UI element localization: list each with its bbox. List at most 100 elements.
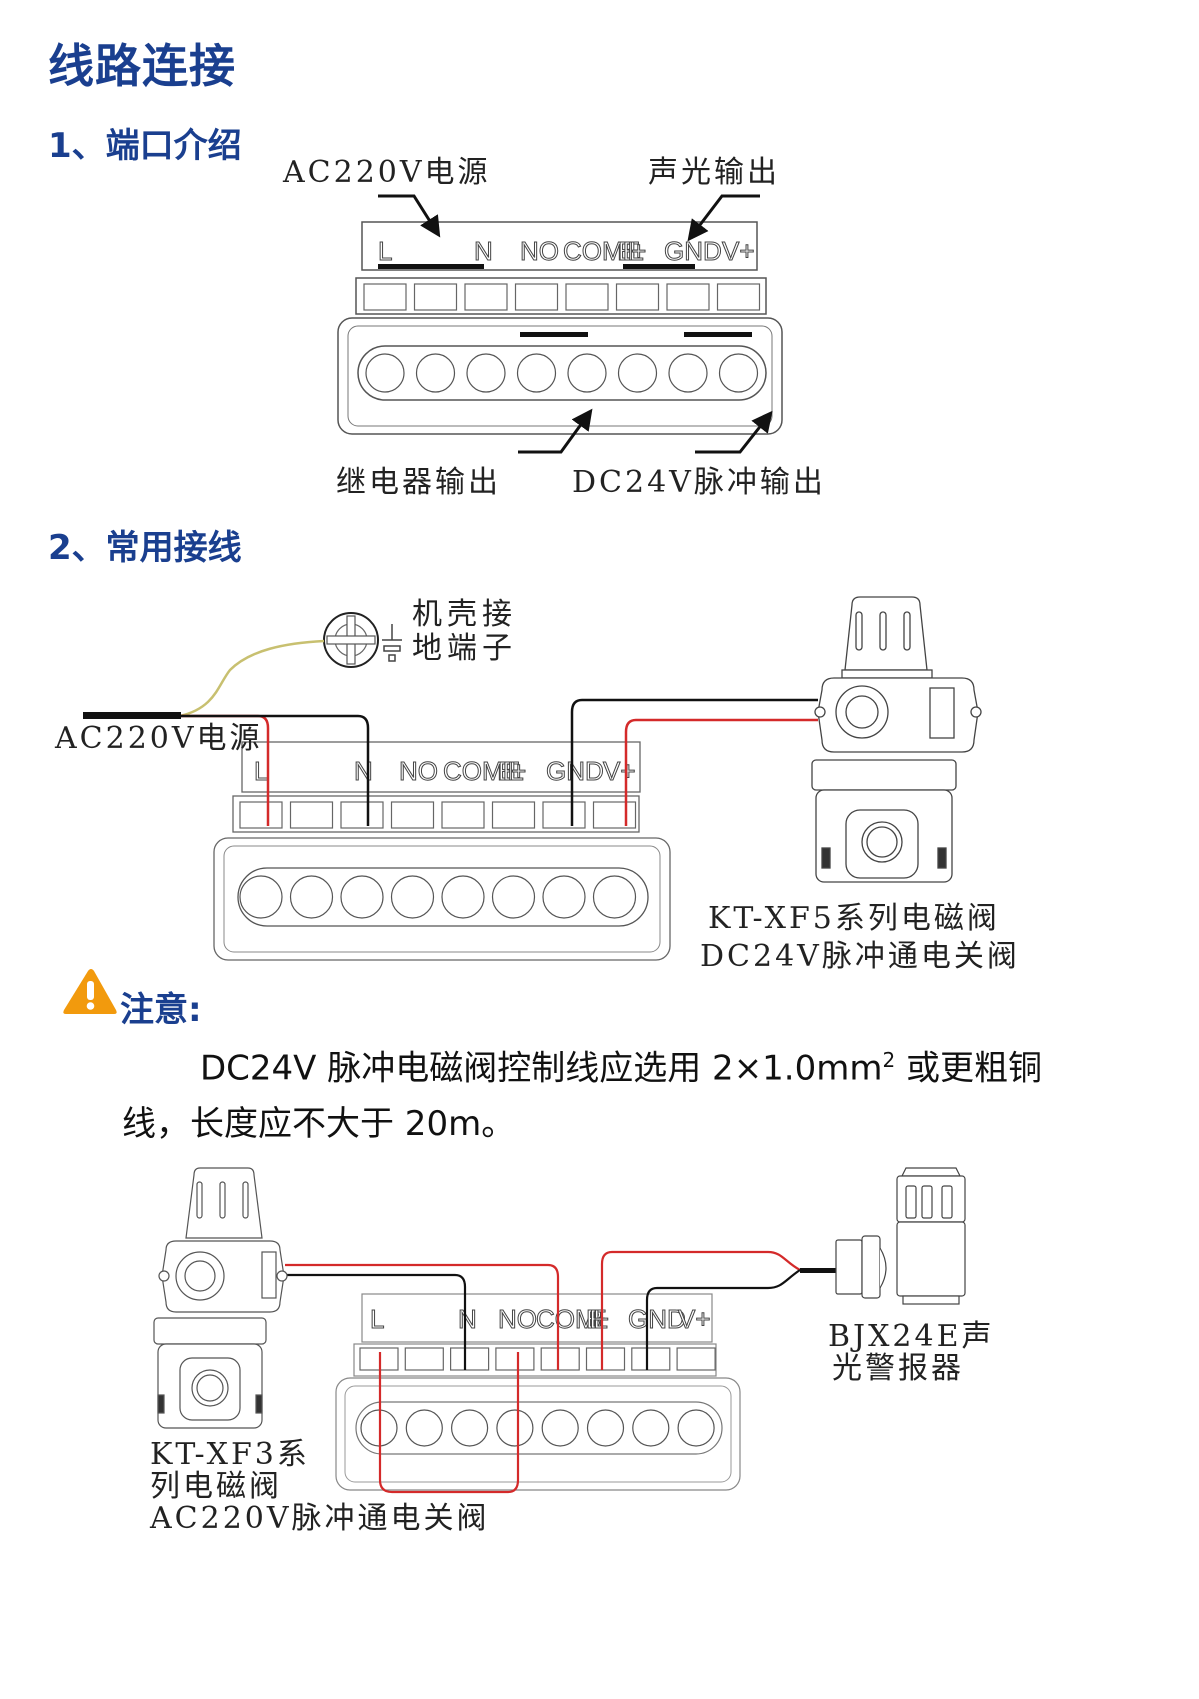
terminal-screw-hole (516, 353, 557, 393)
terminal-label-no: NO (399, 756, 438, 786)
terminal-slot (464, 283, 508, 311)
terminal-slot (542, 801, 586, 829)
terminal-slot (289, 801, 334, 829)
terminal-screw-hole (718, 353, 759, 393)
terminal-screw-hole (677, 1409, 715, 1447)
terminal-label-no: NO (520, 236, 559, 266)
terminal-screw-hole (451, 1409, 489, 1447)
relay-arrow (518, 408, 593, 454)
terminal-slot (359, 1347, 399, 1371)
terminal-slot (390, 801, 435, 829)
terminal-slot (340, 801, 384, 829)
terminal-slot (413, 283, 458, 311)
terminal-screw-hole (617, 353, 658, 393)
note-title: 注意: (120, 990, 202, 1030)
terminal-label-l: L (254, 756, 268, 786)
wire-n-black (181, 714, 370, 826)
note-text-part1: DC24V 脉冲电磁阀控制线应选用 2×1.0mm (200, 1048, 883, 1089)
terminal-label-vplus: V+ (678, 1304, 711, 1334)
label-relay-output: 继电器输出 (336, 465, 501, 500)
terminal-slot (592, 801, 637, 829)
terminal-screw-hole (466, 353, 506, 393)
terminal-slot (404, 1347, 444, 1371)
ac-power-marker-bar (378, 264, 484, 269)
terminal-label-n: N (458, 1304, 477, 1334)
wire-n-black (285, 1273, 467, 1370)
terminal-slot (631, 1347, 671, 1371)
wire-com-red (285, 1263, 560, 1370)
label-ground-line1: 机壳接 (412, 597, 517, 632)
terminal-screw-hole (360, 1409, 398, 1447)
terminal-label-n: N (474, 236, 493, 266)
terminal-screw-hole (289, 875, 334, 919)
terminal-slot (239, 801, 283, 829)
relay-marker-bar (520, 332, 588, 337)
label-wiring1-ac-power: AC220V电源 (55, 721, 263, 756)
bjx24e-alarm-icon (835, 1167, 966, 1305)
sound-light-marker-bar (623, 264, 695, 269)
terminal-screw-hole (365, 353, 405, 393)
page-title: 线路连接 (48, 39, 236, 93)
terminal-screw-hole (496, 1409, 534, 1447)
terminal-label-bellplus: BELL+ (618, 236, 646, 266)
kt-xf3-valve-icon (153, 1167, 288, 1429)
warning-triangle-icon (63, 969, 117, 1014)
terminal-slot (615, 283, 660, 311)
terminal-screw-hole (491, 875, 536, 919)
wire-bell-red (600, 1250, 801, 1370)
terminal-label-bellplus: BELL+ (498, 756, 526, 786)
terminal-label-com: COM (443, 756, 504, 786)
terminal-slot (666, 283, 710, 311)
terminal-screw-hole (567, 353, 607, 393)
kt-xf5-valve-icon (811, 596, 982, 883)
terminal-screw-hole (340, 875, 384, 919)
terminal-slot (491, 801, 536, 829)
terminal-label-gnd: GND (628, 1304, 686, 1334)
terminal-screw-hole (405, 1409, 443, 1447)
label-kt-xf3-line3: AC220V脉冲通电关阀 (150, 1501, 490, 1536)
terminal-label-com: COM (563, 236, 624, 266)
label-bjx24e-line2: 光警报器 (832, 1351, 964, 1386)
terminal-label-l: L (378, 236, 392, 266)
terminal-slot (540, 1347, 580, 1371)
wire-gnd-black (645, 1269, 801, 1370)
label-kt-xf5-line1: KT-XF5系列电磁阀 (708, 901, 1000, 936)
label-kt-xf3-line2: 列电磁阀 (150, 1469, 282, 1504)
label-kt-xf3-line1: KT-XF3系 (150, 1437, 310, 1472)
terminal-slot (441, 801, 485, 829)
note-superscript: 2 (882, 1048, 896, 1072)
terminal-label-com: COM (536, 1304, 597, 1334)
terminal-label-vplus: V+ (722, 236, 755, 266)
terminal-screw-hole (239, 875, 283, 919)
terminal-screw-hole (632, 1409, 670, 1447)
terminal-label-l: L (370, 1304, 384, 1334)
terminal-slot (363, 283, 407, 311)
terminal-slot (495, 1347, 535, 1371)
terminal-screw-hole (441, 875, 485, 919)
dc-pulse-marker-bar (684, 332, 752, 337)
ground-wire (179, 639, 325, 718)
terminal-screw-hole (415, 353, 456, 393)
note-body: DC24V 脉冲电磁阀控制线应选用 2×1.0mm2 或更粗铜线，长度应不大于 … (122, 1032, 1082, 1152)
terminal-screw-hole (542, 875, 586, 919)
terminal-slot (716, 283, 761, 311)
ground-symbol-icon (382, 624, 402, 662)
terminal-slot (450, 1347, 490, 1371)
wire-vplus-red (624, 718, 818, 826)
terminal-screw-hole (541, 1409, 579, 1447)
section-title-common-wiring: 2、常用接线 (48, 528, 242, 568)
terminal-screw-hole (586, 1409, 625, 1447)
terminal-slot (585, 1347, 626, 1371)
label-bjx24e-line1: BJX24E声 (828, 1319, 995, 1354)
terminal-label-bellplus: BELL+ (586, 1304, 609, 1334)
label-kt-xf5-line2: DC24V脉冲通电关阀 (700, 939, 1020, 974)
terminal-slot (676, 1347, 716, 1371)
sound-light-arrow (687, 194, 760, 242)
dc-pulse-arrow (695, 410, 773, 454)
label-dc-pulse-output: DC24V脉冲输出 (572, 465, 826, 500)
label-sound-light-output: 声光输出 (648, 155, 780, 190)
terminal-label-gnd: GND (546, 756, 604, 786)
wire-gnd-black (570, 698, 818, 826)
ac-power-arrow (378, 194, 441, 238)
